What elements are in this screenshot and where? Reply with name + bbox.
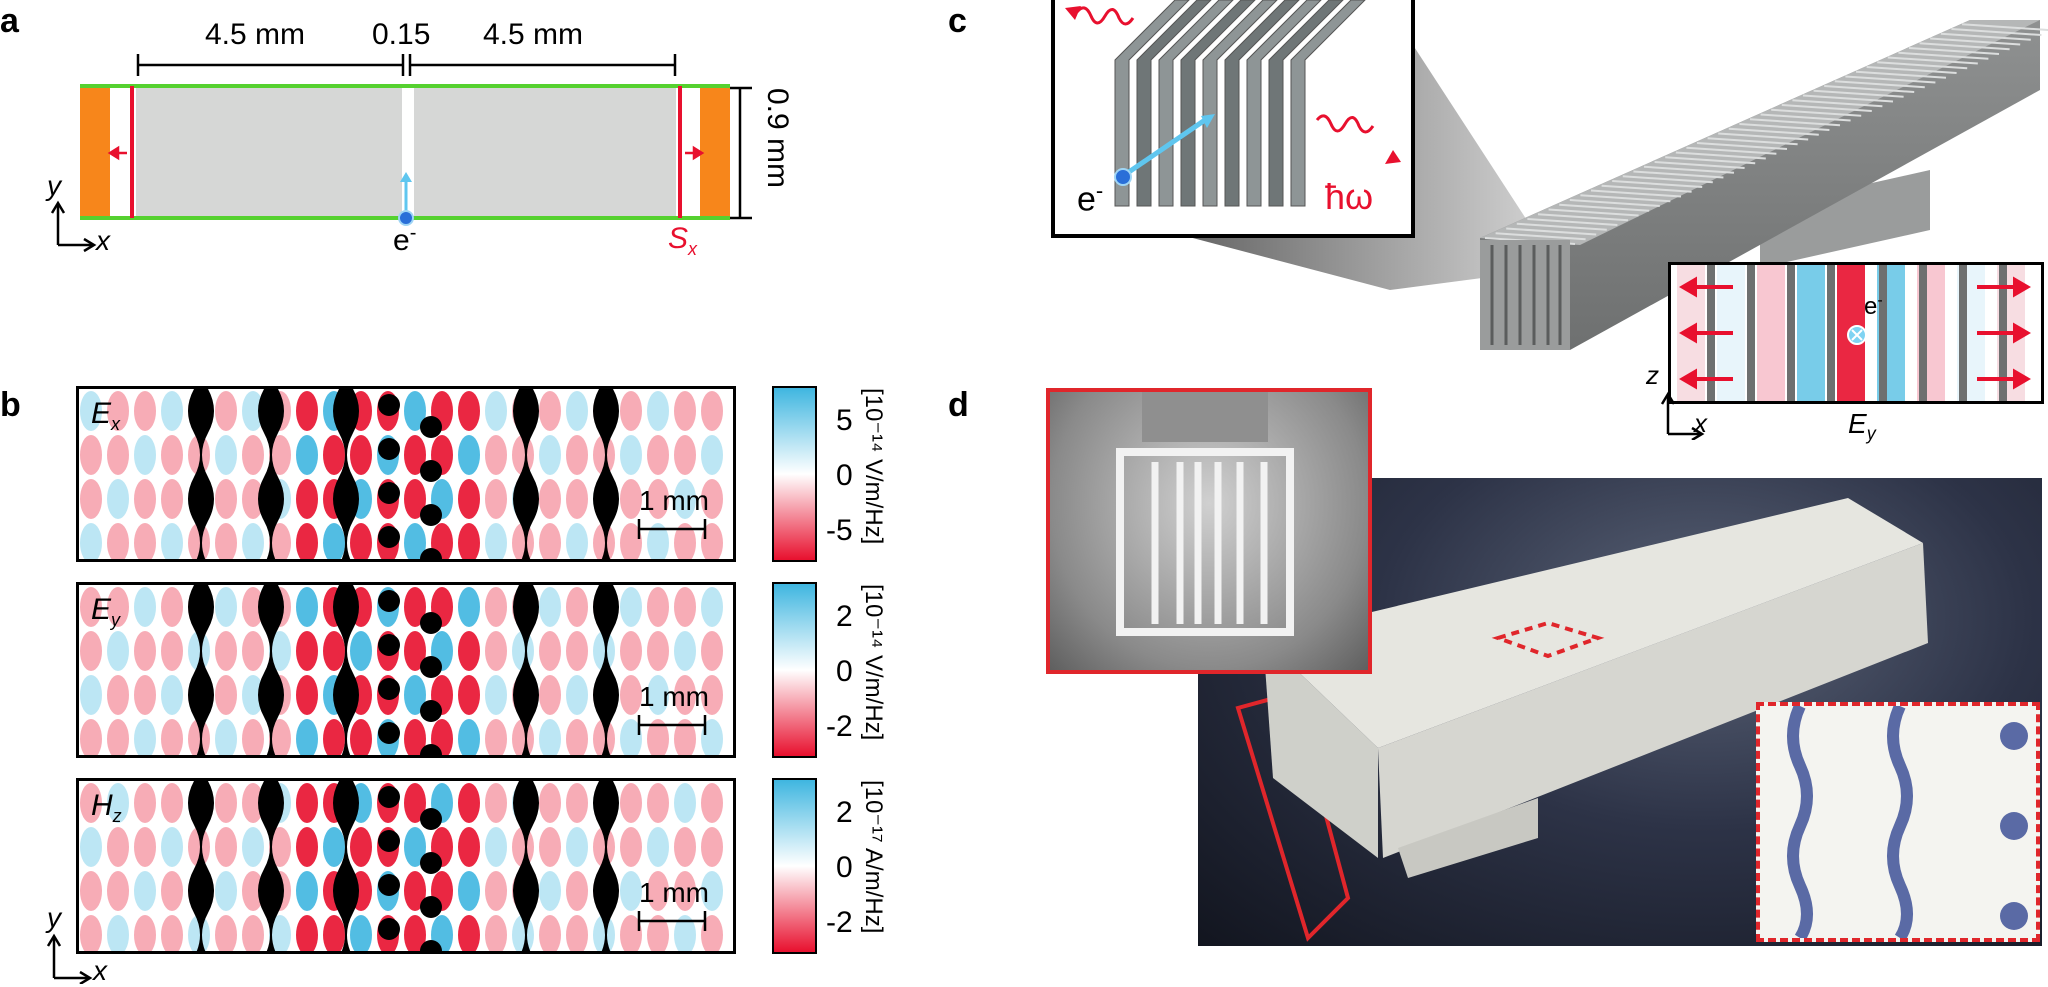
top-surface-marker xyxy=(1491,620,1605,659)
field-map-label: Ex xyxy=(91,397,121,434)
electron-icon xyxy=(1114,168,1132,186)
inset-axes-arrow xyxy=(1660,391,1705,440)
colorbar-tick: 2 xyxy=(836,796,853,829)
dim-label-gap: 0.15 xyxy=(372,18,431,51)
colorbar-tick: -5 xyxy=(826,514,853,547)
colorbar-unit-label: [10⁻¹⁴ V/m/Hz] xyxy=(860,388,887,545)
photon-wave-icon xyxy=(1075,6,1135,26)
field-map-label: Hz xyxy=(91,789,122,826)
field-map-ex: Ex 1 mm xyxy=(76,386,736,562)
colorbar xyxy=(772,582,817,758)
axis-label-y-b: y xyxy=(47,902,61,933)
field-map-label: Ey xyxy=(91,593,121,630)
colorbar-tick: 0 xyxy=(836,851,853,884)
colorbar-unit-label: [10⁻¹⁴ V/m/Hz] xyxy=(860,584,887,741)
scale-bar-label: 1 mm xyxy=(639,485,709,516)
panel-label-c: c xyxy=(948,2,967,40)
inset-field-label: Ey xyxy=(1848,408,1876,444)
photon-wave-icon-2 xyxy=(1315,114,1375,134)
dim-label-left: 4.5 mm xyxy=(205,18,306,51)
colorbar-tick: -2 xyxy=(826,906,853,939)
colorbar-tick: -2 xyxy=(826,710,853,743)
colorbar-tick: 0 xyxy=(836,655,853,688)
axis-label-x-a: x xyxy=(96,225,110,256)
axis-label-y-a: y xyxy=(47,170,61,201)
metal-wall-right xyxy=(700,86,730,218)
colorbar-tick: 0 xyxy=(836,459,853,492)
dim-label-height: 0.9 mm xyxy=(761,88,794,189)
electron-label-c: e- xyxy=(1077,178,1104,219)
colorbar-tick: 2 xyxy=(836,600,853,633)
colorbar-unit-label: [10⁻¹⁷ A/m/Hz] xyxy=(860,780,887,934)
dim-label-right: 4.5 mm xyxy=(483,18,584,51)
scale-bar-label: 1 mm xyxy=(639,681,709,712)
field-map-ey: Ey 1 mm xyxy=(76,582,736,758)
flux-label: Sx xyxy=(668,222,698,259)
scale-bar-label: 1 mm xyxy=(639,877,709,908)
micrograph-top-inset xyxy=(1756,702,2040,942)
axes-arrow-b xyxy=(46,933,93,984)
electron-source-icon xyxy=(398,210,414,226)
panel-a-schematic xyxy=(50,54,752,253)
field-map-hz: Hz 1 mm xyxy=(76,778,736,954)
colorbar xyxy=(772,778,817,954)
panel-label-b: b xyxy=(0,386,21,424)
colorbar xyxy=(772,386,817,562)
axis-label-x-b: x xyxy=(93,955,107,986)
inset-axis-z: z xyxy=(1646,360,1659,390)
panel-c-field-inset xyxy=(1668,262,2044,404)
sem-end-view-inset xyxy=(1046,388,1372,674)
metal-wall-left xyxy=(80,86,110,218)
panel-c-zoom-inset: e- ħω xyxy=(1051,0,1415,238)
panel-label-a: a xyxy=(0,2,19,40)
colorbar-tick: 5 xyxy=(836,404,853,437)
inset-electron-label: e- xyxy=(1864,292,1883,320)
photon-label: ħω xyxy=(1325,176,1374,217)
electron-label-a: e- xyxy=(393,222,417,257)
vacuum-region-right xyxy=(414,86,676,218)
vacuum-region-left xyxy=(136,86,402,218)
zoom-inset-drawing xyxy=(1065,0,1401,207)
panel-label-d: d xyxy=(948,386,969,424)
